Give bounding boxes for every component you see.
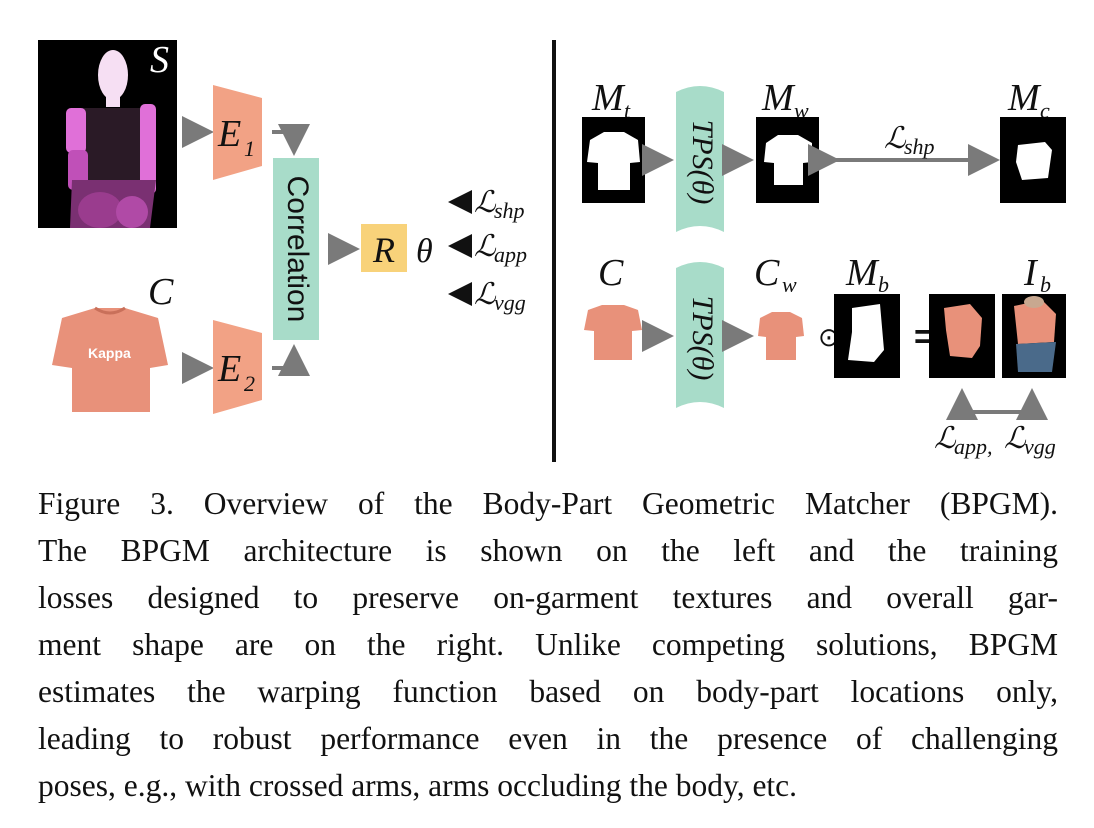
image-body-main: I — [1023, 252, 1039, 294]
cloth-image-left: Kappa — [52, 306, 168, 412]
mask-cloth-image — [1000, 117, 1066, 203]
regressor-block: R — [361, 224, 407, 272]
caption-line-3: losses designed to preserve on-garment t… — [38, 580, 1058, 615]
mask-warped-sub: w — [794, 98, 809, 123]
left-loss-1-sub: shp — [494, 198, 525, 223]
mask-cloth-sub: c — [1040, 98, 1050, 123]
caption-line-7: poses, e.g., with crossed arms, arms occ… — [38, 768, 798, 803]
encoder2-main: E — [217, 348, 241, 390]
cloth-image-right — [584, 305, 642, 360]
bottom-loss-1-main: ℒ — [934, 422, 957, 455]
encoder-e1: E 1 — [213, 85, 262, 180]
mask-target-image — [582, 117, 645, 203]
cloth-warped-image — [758, 312, 804, 360]
bottom-loss-2-main: ℒ — [1004, 422, 1027, 455]
caption-line-2: The BPGM architecture is shown on the le… — [38, 533, 1058, 568]
correlation-block: Correlation — [273, 158, 319, 340]
equals-symbol: = — [914, 318, 934, 356]
left-loss-list: ℒ shp ℒ app ℒ vgg — [448, 186, 527, 315]
tps-label-bottom: TPS(θ) — [686, 296, 719, 381]
mask-target-main: M — [591, 77, 626, 119]
tps-block-top: TPS(θ) — [676, 86, 724, 232]
mask-warped-image — [756, 117, 819, 203]
bpgm-diagram: S Kappa C E 1 E 2 Correlation R θ ℒ shp — [38, 39, 1066, 462]
regressor-label: R — [372, 230, 395, 270]
shape-loss-sub: shp — [904, 134, 935, 159]
encoder1-sub: 1 — [244, 136, 255, 161]
shape-loss-main: ℒ — [884, 122, 907, 155]
image-body-photo — [1002, 294, 1066, 378]
cloth-label-right: C — [598, 252, 624, 294]
left-loss-3-main: ℒ — [474, 278, 497, 311]
encoder1-main: E — [217, 113, 241, 155]
tps-block-bottom: TPS(θ) — [676, 262, 724, 408]
caption-line-1: Figure 3. Overview of the Body-Part Geom… — [38, 486, 1058, 521]
cloth-warped-main: C — [754, 252, 780, 294]
cloth-warped-sub: w — [782, 272, 797, 297]
bottom-loss-bracket — [960, 398, 1034, 414]
mask-body-sub: b — [878, 272, 889, 297]
left-loss-3-sub: vgg — [494, 290, 526, 315]
svg-text:Kappa: Kappa — [88, 345, 131, 361]
mask-warped-main: M — [761, 77, 796, 119]
caption-line-6: leading to robust performance even in th… — [38, 721, 1058, 756]
caption-line-4: ment shape are on the right. Unlike comp… — [38, 627, 1058, 662]
mask-body-image — [834, 294, 900, 378]
left-loss-1-main: ℒ — [474, 186, 497, 219]
tps-label-top: TPS(θ) — [686, 120, 719, 205]
segmentation-image: S — [38, 39, 177, 228]
left-loss-2-sub: app — [494, 242, 527, 267]
encoder2-sub: 2 — [244, 371, 255, 396]
mask-target-sub: t — [624, 98, 631, 123]
bottom-loss-1-sub: app, — [954, 434, 993, 459]
figure-caption: Figure 3. Overview of the Body-Part Geom… — [38, 480, 1058, 809]
cloth-label-left: C — [148, 271, 174, 313]
arrow-e2-to-correlation — [272, 344, 310, 376]
left-loss-2-main: ℒ — [474, 230, 497, 263]
mask-body-main: M — [845, 252, 880, 294]
bottom-losses: ℒ app, ℒ vgg — [934, 422, 1056, 459]
correlation-label: Correlation — [281, 176, 314, 323]
bottom-loss-2-sub: vgg — [1024, 434, 1056, 459]
segmentation-label: S — [150, 39, 169, 81]
caption-line-5: estimates the warping function based on … — [38, 674, 1058, 709]
theta-label: θ — [416, 233, 433, 270]
mask-cloth-main: M — [1007, 77, 1042, 119]
arrow-e1-to-correlation — [272, 124, 310, 156]
image-body-sub: b — [1040, 272, 1051, 297]
masked-cloth-image — [929, 294, 995, 378]
encoder-e2: E 2 — [213, 320, 262, 414]
